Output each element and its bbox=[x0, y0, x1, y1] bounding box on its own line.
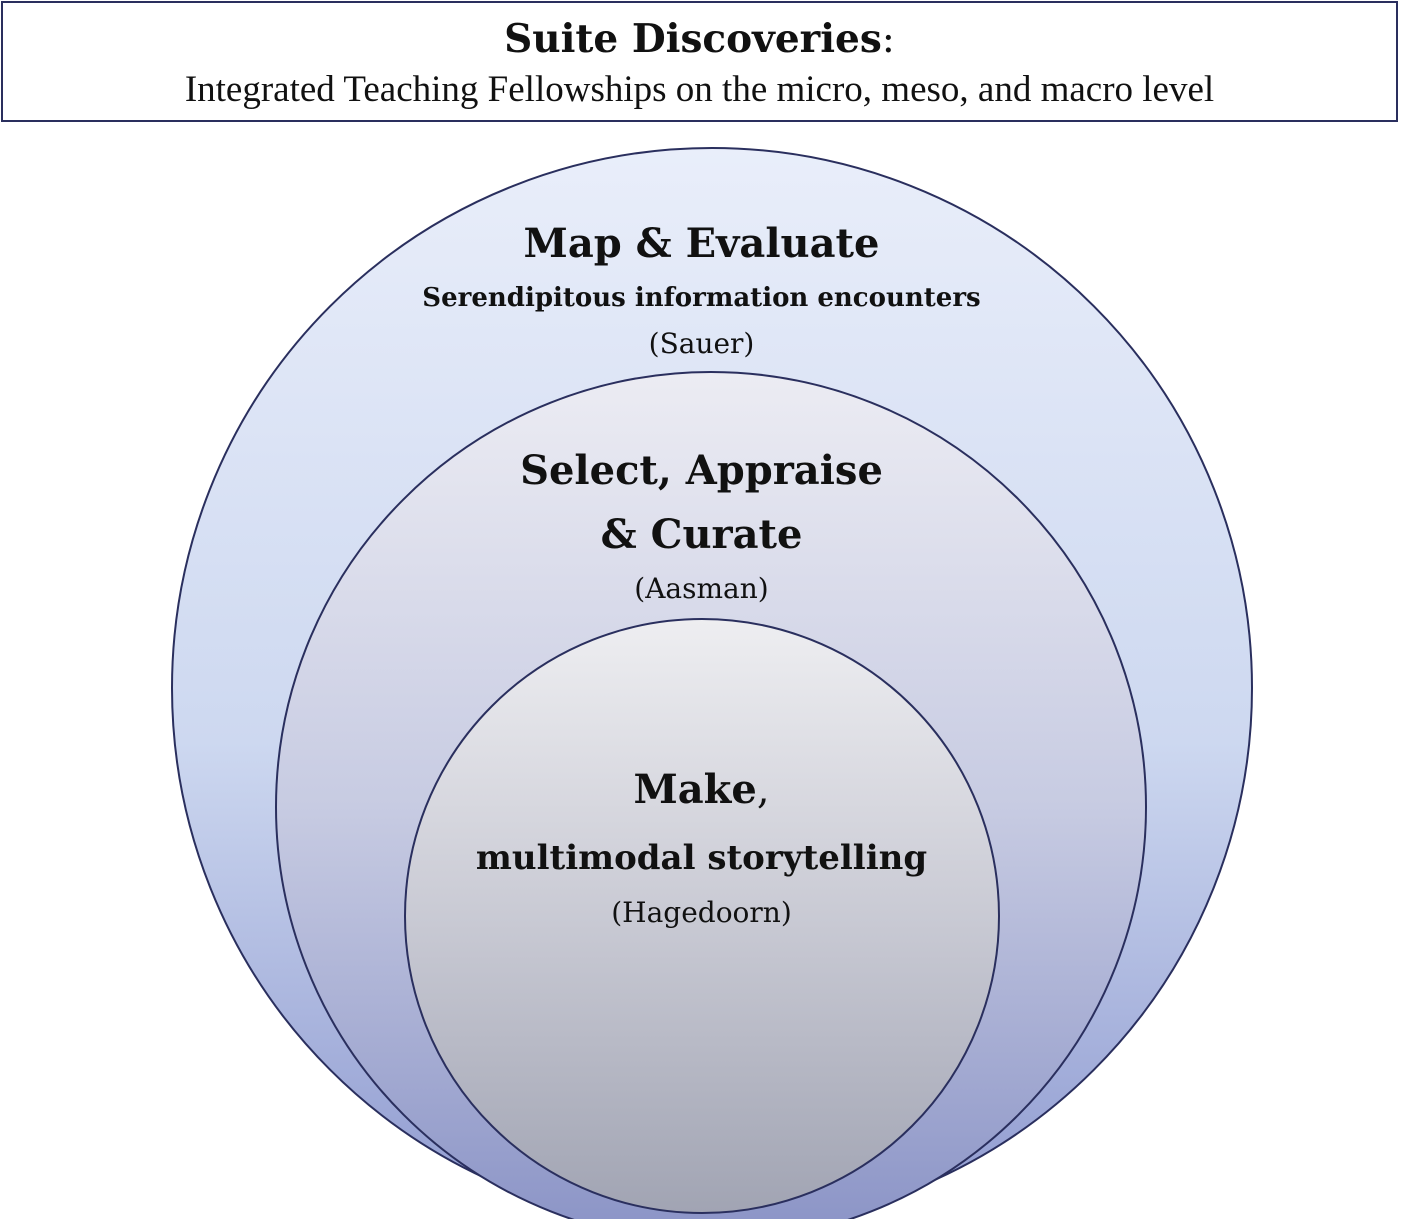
title-heading: Suite Discoveries: bbox=[3, 15, 1396, 64]
title-bold: Suite Discoveries bbox=[504, 16, 882, 62]
inner-circle-heading-text: Make bbox=[633, 766, 757, 813]
inner-circle-heading-suffix: , bbox=[756, 767, 770, 813]
inner-circle-author: (Hagedoorn) bbox=[611, 896, 792, 929]
inner-circle bbox=[404, 618, 1000, 1214]
inner-circle-description: multimodal storytelling bbox=[475, 838, 928, 878]
title-colon: : bbox=[881, 17, 895, 62]
title-box: Suite Discoveries: Integrated Teaching F… bbox=[1, 1, 1398, 122]
outer-circle-heading: Map & Evaluate bbox=[523, 220, 880, 267]
outer-circle-author: (Sauer) bbox=[648, 327, 755, 360]
middle-circle-author: (Aasman) bbox=[634, 572, 769, 605]
title-subtitle: Integrated Teaching Fellowships on the m… bbox=[184, 69, 1215, 110]
middle-circle-heading-line2: & Curate bbox=[600, 511, 803, 558]
middle-circle-heading-line1: Select, Appraise bbox=[520, 447, 883, 494]
inner-circle-heading: Make, bbox=[0, 766, 1403, 814]
outer-circle-description: Serendipitous information encounters bbox=[422, 283, 981, 313]
